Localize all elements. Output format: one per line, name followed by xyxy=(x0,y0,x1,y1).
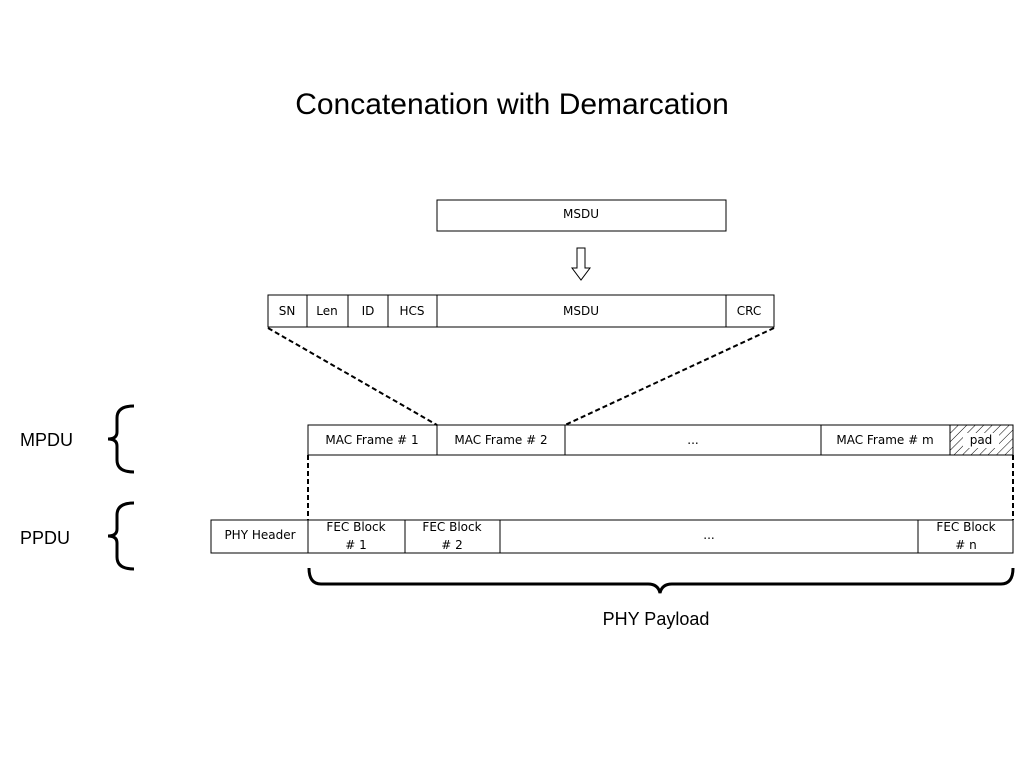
down-arrow-icon xyxy=(571,247,591,281)
mac-frame-pad: pad xyxy=(970,433,993,447)
fec-block-1-line2: # 1 xyxy=(345,538,367,552)
field-hcs: HCS xyxy=(399,304,424,318)
expansion-line-right xyxy=(564,327,775,426)
field-sn: SN xyxy=(279,304,296,318)
header-fields-row: SN Len ID HCS MSDU CRC xyxy=(267,294,775,328)
expansion-line-left xyxy=(267,327,438,426)
field-msdu: MSDU xyxy=(563,304,599,318)
ppdu-brace-icon xyxy=(107,501,135,571)
mac-frames-row: MAC Frame # 1 MAC Frame # 2 ... MAC Fram… xyxy=(307,424,1014,456)
mac-frame-ellipsis: ... xyxy=(687,433,698,447)
field-crc: CRC xyxy=(737,304,762,318)
mac-frame-1: MAC Frame # 1 xyxy=(325,433,418,447)
fec-block-n-line2: # n xyxy=(955,538,976,552)
phy-payload-label: PHY Payload xyxy=(603,609,710,629)
phy-header: PHY Header xyxy=(224,528,295,542)
fec-block-2-line2: # 2 xyxy=(441,538,463,552)
fec-block-n-line1: FEC Block xyxy=(936,520,995,534)
fec-block-2-line1: FEC Block xyxy=(422,520,481,534)
fec-block-1-line1: FEC Block xyxy=(326,520,385,534)
mac-frame-m: MAC Frame # m xyxy=(836,433,933,447)
msdu-label: MSDU xyxy=(563,207,599,221)
mpdu-label: MPDU xyxy=(20,430,73,450)
phy-row: PHY Header FEC Block # 1 FEC Block # 2 .… xyxy=(210,519,1014,554)
mpdu-brace-icon xyxy=(107,404,135,474)
msdu-box: MSDU xyxy=(436,199,727,232)
ppdu-label: PPDU xyxy=(20,528,70,548)
field-len: Len xyxy=(316,304,337,318)
field-id: ID xyxy=(362,304,375,318)
diagram-title: Concatenation with Demarcation xyxy=(295,88,729,121)
fec-block-ellipsis: ... xyxy=(703,528,714,542)
mac-frame-2: MAC Frame # 2 xyxy=(454,433,547,447)
pad-label-bg xyxy=(963,433,999,448)
payload-brace-icon xyxy=(307,567,1015,594)
